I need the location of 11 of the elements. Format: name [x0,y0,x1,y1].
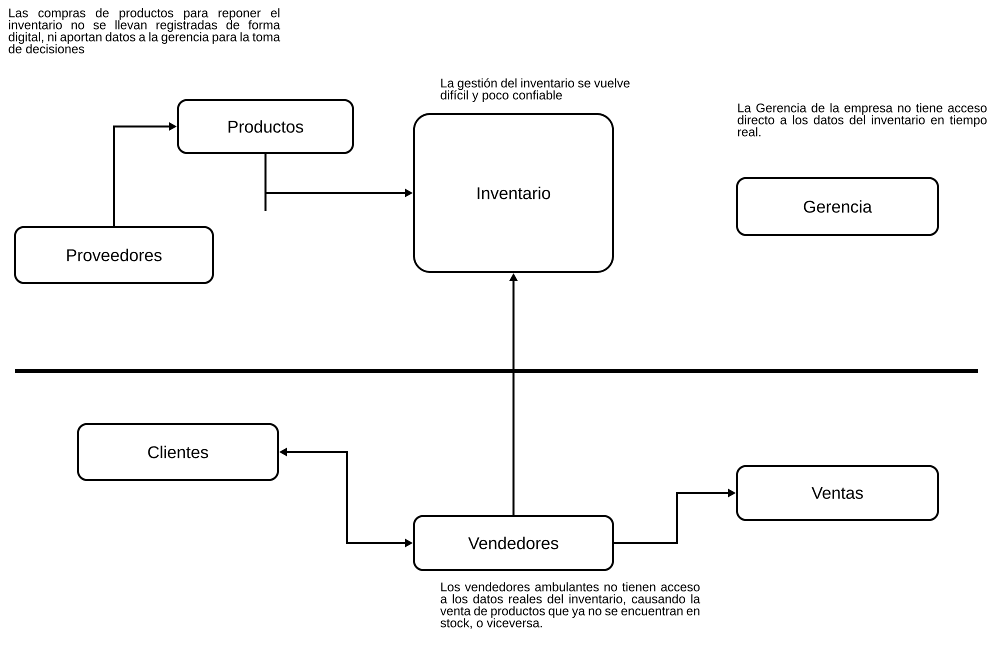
process-box: Proveedores [14,226,214,284]
process-box: Clientes [77,423,279,481]
note-text: La gestión del inventario se vuelve difícil y poco confiable [440,78,630,102]
process-box: Gerencia [736,177,939,236]
note-text: La Gerencia de la empresa no tiene acceso directo a los datos del inventario en tiempo real. [738,103,987,136]
process-box: Vendedores [413,515,614,571]
process-box: Ventas [736,465,939,521]
note-text: Los vendedores ambulantes no tienen acceso a los datos reales del inventario, causando la venta de productos que ya no se encuentran en stock, o viceversa. [440,582,700,629]
process-box: Inventario [413,113,614,273]
process-box: Productos [177,99,354,154]
note-text: Las compras de productos para reponer el inventario no se llevan registradas de forma digital, ni aportan datos a la gerencia para la toma de decisiones [8,8,280,54]
